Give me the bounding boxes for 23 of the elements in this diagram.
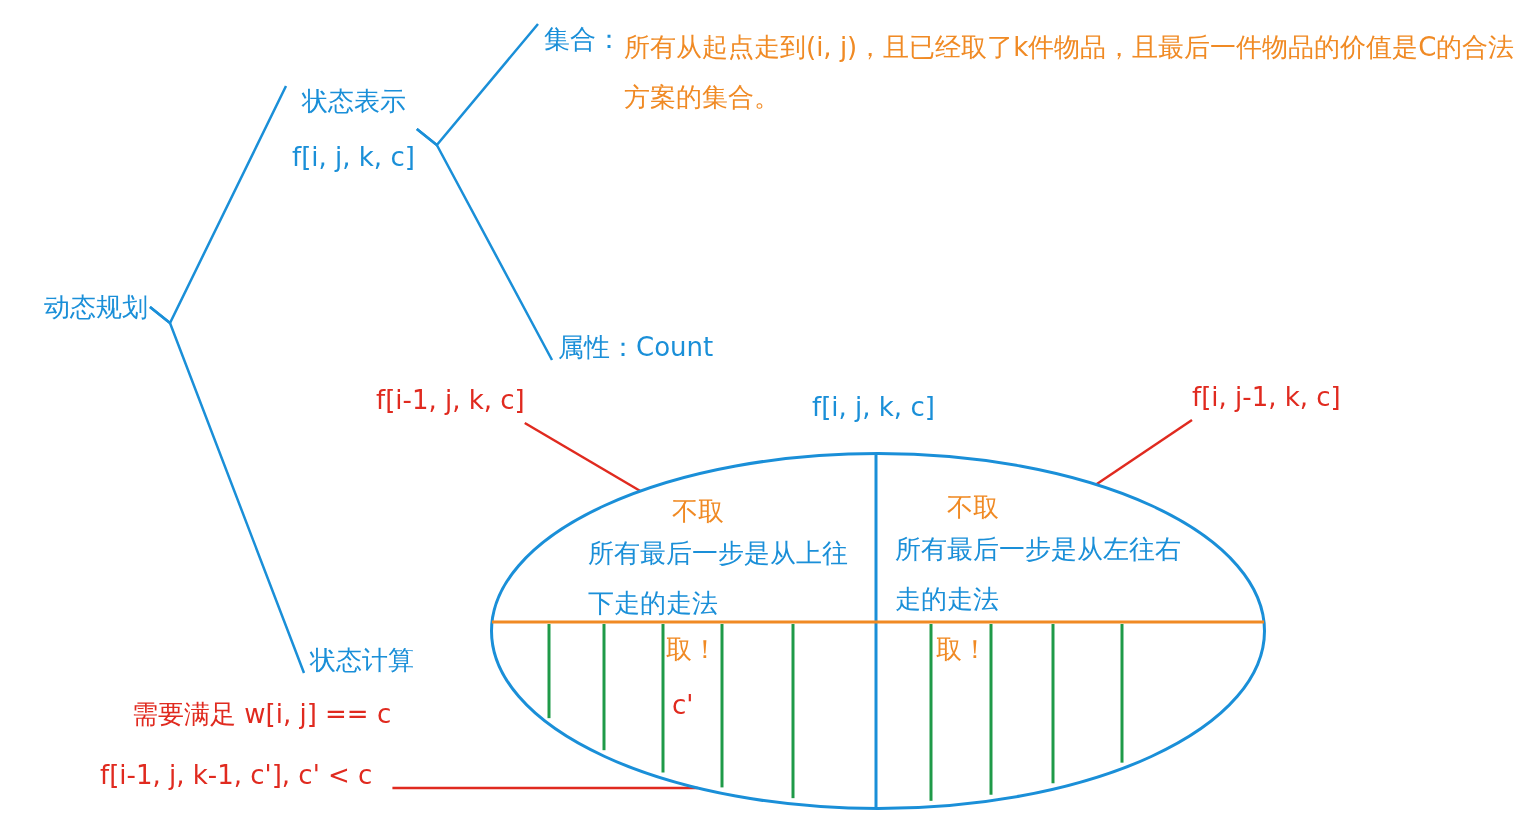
node-text: 所有最后一步是从左往右走的走法 — [895, 533, 1182, 616]
node-text: 状态表示 — [300, 85, 406, 118]
node-text: 不取 — [671, 495, 724, 528]
leader-line — [1095, 418, 1193, 486]
leader-line — [524, 421, 641, 493]
node-caption: f[i, j, k, c] — [812, 391, 935, 424]
bracket-line — [149, 306, 306, 674]
node-text: f[i, j, k, c] — [292, 141, 415, 174]
node-text: 所有最后一步是从上往下走的走法 — [588, 537, 849, 620]
node-text: f[i-1, j, k-1, c'], c' < c — [100, 759, 373, 792]
node-text: 所有从起点走到(i, j)，且已经取了k件物品，且最后一件物品的价值是C的合法方案的集合。 — [624, 31, 1516, 114]
condition-note: 需要满足 w[i, j] == c — [132, 698, 392, 731]
node-text: 状态计算 — [310, 644, 414, 677]
node-text: 取！ — [936, 633, 988, 666]
node-text: c' — [671, 689, 694, 722]
node-text: 不取 — [946, 491, 999, 524]
node-text: f[i-1, j, k, c] — [376, 384, 525, 417]
node-text: 取！ — [666, 633, 718, 666]
node-text: 属性：Count — [558, 331, 714, 364]
node-text: f[i, j-1, k, c] — [1192, 381, 1341, 414]
bracket-line — [416, 128, 554, 361]
node-text: 动态规划 — [44, 291, 148, 324]
term-label: 集合： — [544, 23, 622, 56]
